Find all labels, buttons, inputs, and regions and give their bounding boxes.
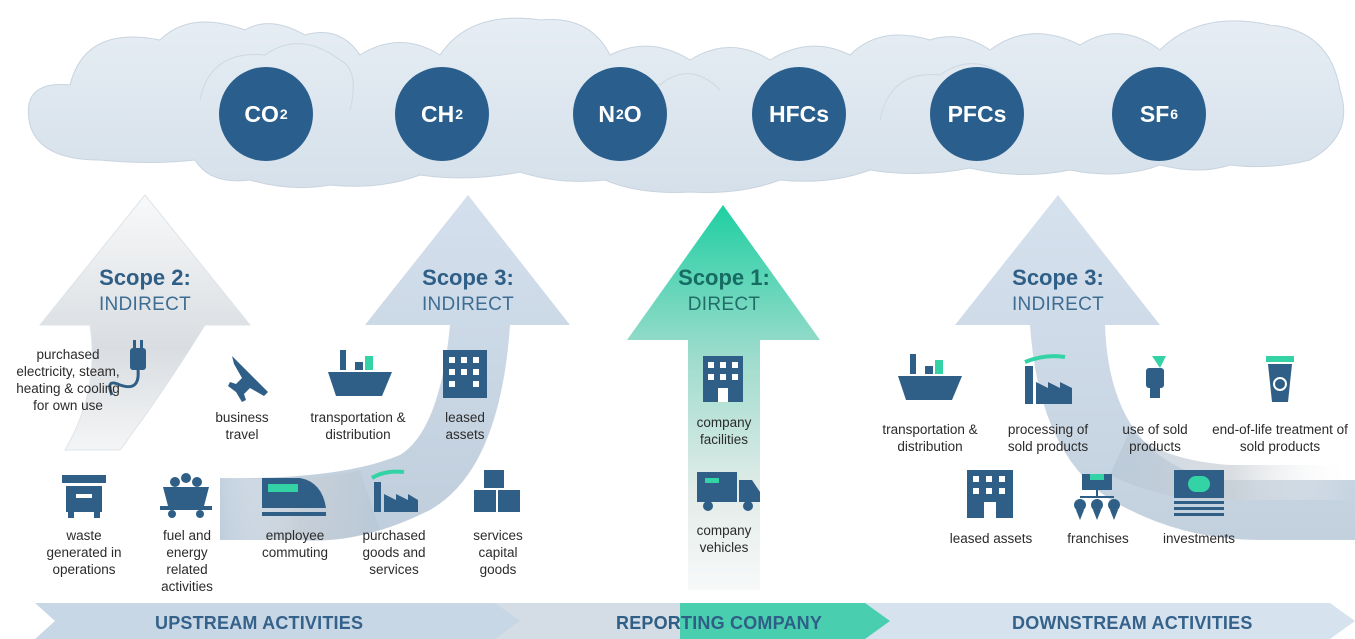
label-use-sold: use of sold products (1122, 422, 1188, 454)
franchises-icon (1074, 474, 1120, 520)
truck-icon (697, 472, 760, 511)
ship-icon (328, 350, 392, 396)
train-icon (262, 478, 326, 516)
label-leased-assets-downstream: leased assets (949, 531, 1033, 546)
coal-cart-icon (160, 473, 212, 518)
label-transportation-upstream: transportation & distribution (310, 410, 406, 442)
money-icon (1174, 470, 1224, 516)
scope2-arrow (38, 194, 252, 451)
building-icon (443, 350, 487, 398)
label-purchased-electricity: purchased electricity, steam, heating & … (16, 347, 120, 413)
label-fuel-energy: fuel and energy related activities (161, 528, 213, 594)
label-business-travel: business travel (215, 410, 269, 442)
scope3-upstream-type: INDIRECT (421, 294, 515, 315)
band-upstream: UPSTREAM ACTIVITIES (155, 613, 364, 633)
scope3-upstream-label: Scope 3: INDIRECT (383, 265, 553, 316)
plug-icon (108, 340, 146, 396)
gas-pfcs: PFCs (930, 67, 1024, 161)
company-building-icon (703, 356, 743, 402)
factory-icon-downstream (1024, 354, 1072, 404)
scope3-downstream-title: Scope 3: (1012, 265, 1104, 290)
airplane-icon (228, 356, 268, 402)
boxes-icon (474, 470, 520, 512)
scope3-downstream-arrow (955, 195, 1355, 540)
recycle-bin-icon (1266, 356, 1294, 402)
label-leased-assets-upstream: leased assets (445, 410, 485, 442)
label-franchises: franchises (1067, 531, 1129, 546)
gas-hfcs: HFCs (752, 67, 846, 161)
label-investments: investments (1162, 531, 1236, 546)
label-purchased-goods: purchased goods and services (362, 528, 426, 577)
label-end-of-life: end-of-life treatment of sold products (1212, 422, 1348, 454)
scope2-title: Scope 2: (99, 265, 191, 290)
scope2-label: Scope 2: INDIRECT (60, 265, 230, 316)
factory-icon (370, 469, 418, 512)
label-transportation-downstream: transportation & distribution (882, 422, 978, 454)
scope1-title: Scope 1: (678, 265, 770, 290)
building-icon-downstream (967, 470, 1013, 518)
label-processing: processing of sold products (1007, 422, 1089, 454)
label-waste: waste generated in operations (46, 528, 122, 577)
label-company-facilities: company facilities (696, 415, 752, 447)
bulb-icon (1146, 356, 1166, 398)
ship-icon-downstream (898, 354, 962, 400)
scope3-upstream-title: Scope 3: (422, 265, 514, 290)
scope2-type: INDIRECT (98, 294, 192, 315)
scope1-label: Scope 1: DIRECT (639, 265, 809, 316)
label-company-vehicles: company vehicles (696, 523, 752, 555)
cloud-band (27, 17, 1345, 193)
label-capital-goods: services capital goods (473, 528, 523, 577)
scope3-downstream-type: INDIRECT (1011, 294, 1105, 315)
activity-band (35, 603, 1355, 639)
band-downstream: DOWNSTREAM ACTIVITIES (1012, 613, 1253, 633)
dumpster-icon (62, 475, 106, 518)
scope3-downstream-label: Scope 3: INDIRECT (973, 265, 1143, 316)
label-employee-commuting: employee commuting (261, 528, 329, 560)
band-reporting: REPORTING COMPANY (616, 613, 823, 633)
scope1-type: DIRECT (687, 294, 761, 315)
